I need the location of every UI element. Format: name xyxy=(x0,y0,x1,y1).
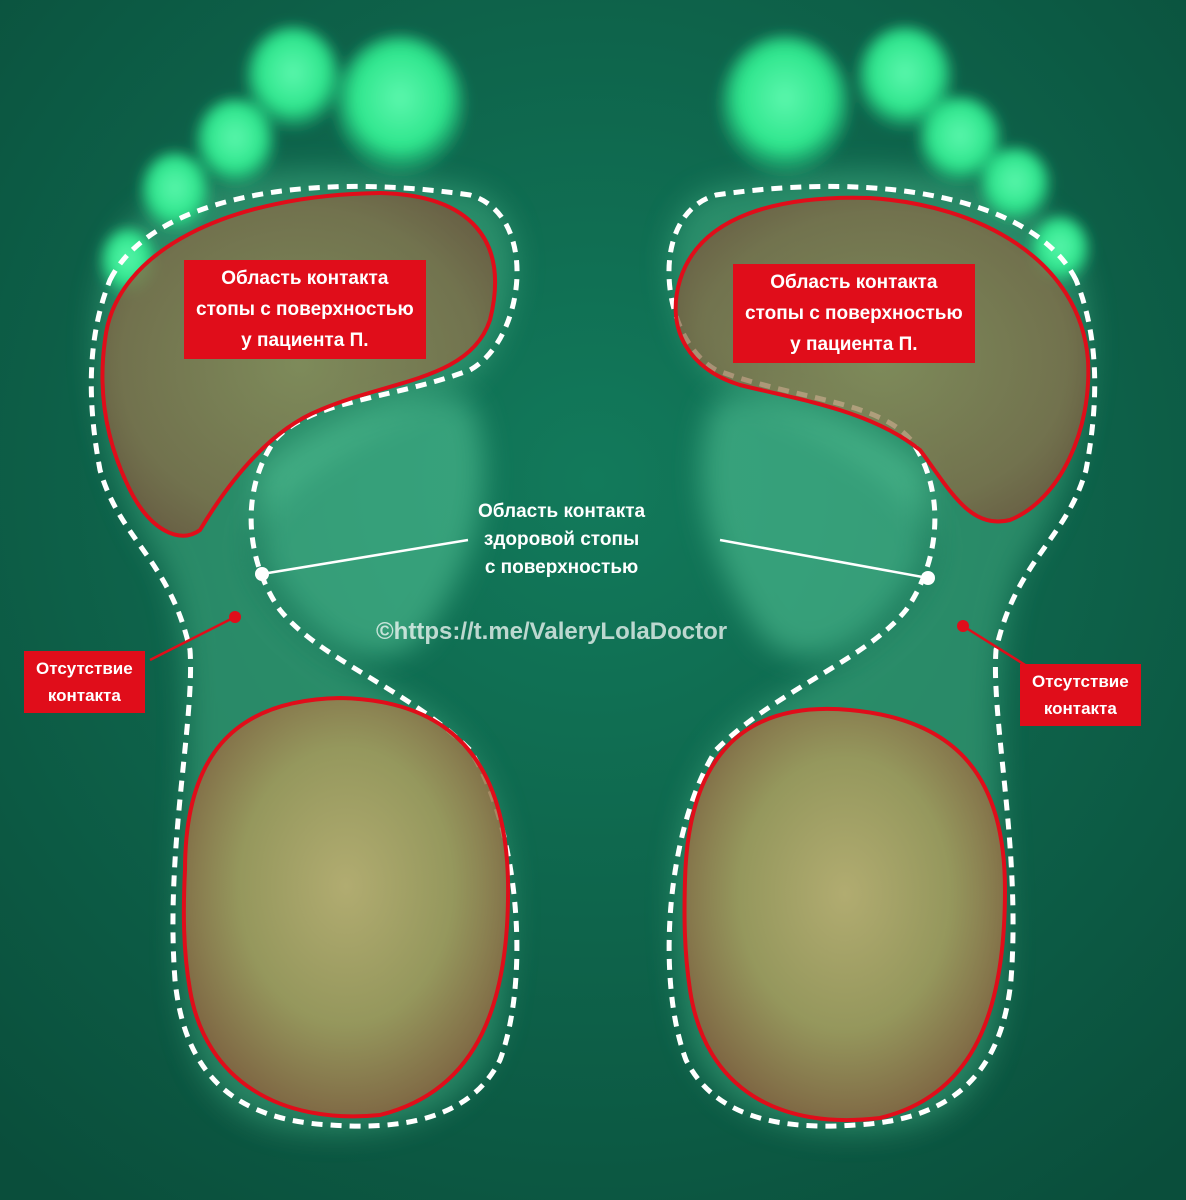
pointer-healthy-left xyxy=(261,538,469,576)
label-line: здоровой стопы xyxy=(483,529,640,550)
pointer-dot-no-contact-right xyxy=(957,620,969,632)
label-forefoot-right: Область контакта стопы с поверхностью у … xyxy=(733,264,975,363)
label-line: Отсутствие xyxy=(1032,672,1129,691)
label-no-contact-right: Отсутствие контакта xyxy=(1020,664,1141,726)
healthy-outline-left xyxy=(88,183,520,1129)
label-line: стопы с поверхностью xyxy=(196,299,414,320)
label-line: с поверхностью xyxy=(484,557,639,578)
label-line: контакта xyxy=(47,686,121,705)
label-line: у пациента П. xyxy=(790,334,918,355)
label-line: Область контакта xyxy=(221,268,389,289)
label-no-contact-left: Отсутствие контакта xyxy=(24,651,145,713)
label-line: контакта xyxy=(1043,699,1117,718)
pointer-dot-right xyxy=(921,571,935,585)
pointer-no-contact-left xyxy=(149,615,236,662)
label-healthy-contact: Область контакта здоровой стопы с поверх… xyxy=(478,498,645,582)
label-line: Область контакта xyxy=(478,501,646,522)
pointer-healthy-right xyxy=(719,538,929,580)
label-line: Отсутствие xyxy=(36,659,133,678)
label-line: стопы с поверхностью xyxy=(745,303,963,324)
pointer-dot-left xyxy=(255,567,269,581)
healthy-outline-right xyxy=(666,183,1098,1129)
label-line: Область контакта xyxy=(770,272,938,293)
pointer-no-contact-right xyxy=(962,624,1031,670)
label-forefoot-left: Область контакта стопы с поверхностью у … xyxy=(184,260,426,359)
heel-contact-left xyxy=(181,695,511,1119)
heel-contact-right xyxy=(682,706,1008,1123)
watermark: ©https://t.me/ValeryLolaDoctor xyxy=(376,618,728,645)
label-line: у пациента П. xyxy=(241,330,369,351)
pointer-dot-no-contact-left xyxy=(229,611,241,623)
